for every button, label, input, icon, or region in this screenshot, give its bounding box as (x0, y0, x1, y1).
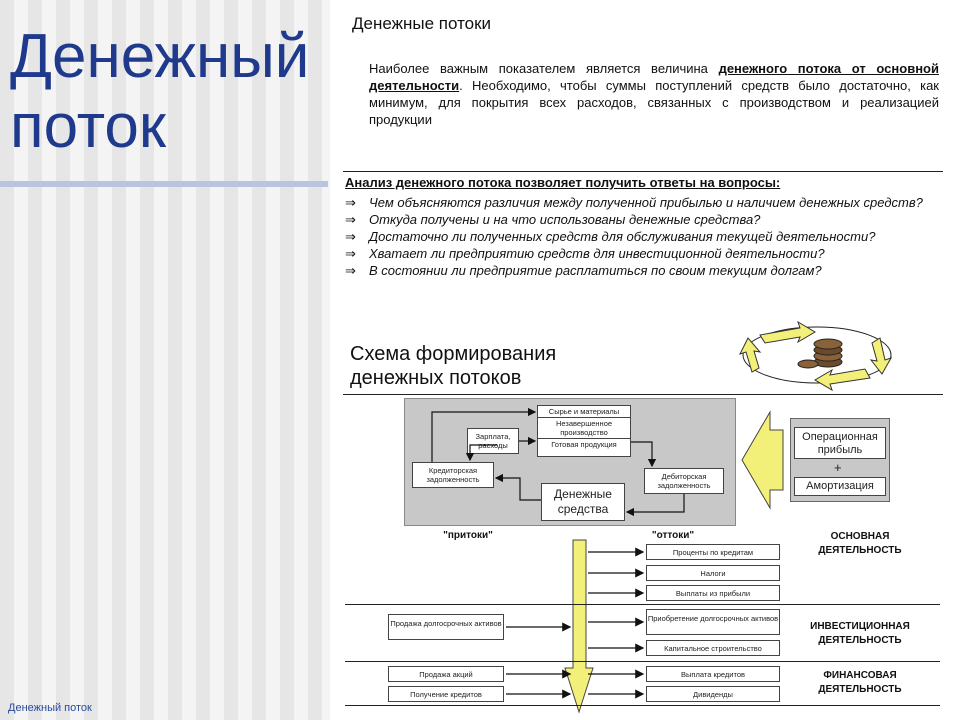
down-arrow-icon (564, 539, 594, 714)
scheme-title-line-2: денежных потоков (350, 367, 522, 389)
flow-dividends: Дивиденды (646, 686, 780, 702)
question-text: Хватает ли предприятию средств для инвес… (369, 246, 825, 261)
para-bold: денежного потока от основной деятельност… (369, 61, 939, 93)
divider (345, 705, 940, 706)
title-line-1: Денежный (10, 22, 310, 91)
inflows-label: "притоки" (443, 530, 493, 541)
question-text: Достаточно ли полученных средств для обс… (369, 229, 876, 244)
questions-list: ⇒ Чем объясняются различия между полученн… (345, 195, 940, 280)
flow-profit-payments: Выплаты из прибыли (646, 585, 780, 601)
question-item: ⇒ Достаточно ли полученных средств для об… (345, 229, 940, 245)
amortization-box: Амортизация (794, 477, 886, 496)
question-item: ⇒ Хватает ли предприятию средств для инве… (345, 246, 940, 262)
operating-activity-label: ОСНОВНАЯ ДЕЯТЕЛЬНОСТЬ (818, 531, 902, 556)
flow-sale-assets: Продажа долгосрочных активов (388, 614, 504, 640)
flow-loans-received: Получение кредитов (388, 686, 504, 702)
inventory-box: Сырье и материалы Незавершенное производ… (537, 405, 631, 457)
content-area (330, 0, 960, 720)
left-panel (0, 0, 330, 720)
flow-capital-construction: Капитальное строительство (646, 640, 780, 656)
para-text-2: . Необходимо, чтобы суммы поступлений ср… (369, 78, 939, 127)
questions-heading: Анализ денежного потока позволяет получи… (345, 175, 781, 190)
double-arrow-icon: ⇒ (345, 212, 356, 227)
receivables-box: Дебиторская задолженность (644, 468, 724, 494)
intro-paragraph: Наиболее важным показателем является вел… (369, 60, 939, 128)
question-item: ⇒ Откуда получены и на что использованы д… (345, 212, 940, 228)
left-arrow-icon (741, 410, 784, 510)
scheme-title: Схема формирования денежных потоков (350, 342, 556, 390)
plus-sign: + (834, 460, 842, 475)
cash-box: Денежные средства (541, 483, 625, 521)
section-heading: Денежные потоки (352, 14, 492, 33)
flow-buy-assets: Приобретение долгосрочных активов (646, 609, 780, 635)
title-underline-bar (0, 181, 328, 187)
work-in-progress: Незавершенное производство (538, 418, 630, 439)
para-text-1: Наиболее важным показателем является вел… (369, 61, 719, 76)
divider (345, 604, 940, 605)
question-item: ⇒ В состоянии ли предприятие расплатиться… (345, 263, 940, 279)
slide-title: Денежный поток (10, 22, 330, 162)
double-arrow-icon: ⇒ (345, 263, 356, 278)
footer: Денежный поток (8, 702, 92, 714)
divider (345, 661, 940, 662)
question-text: Чем объясняются различия между полученно… (369, 195, 923, 210)
operating-profit-box: Операционная прибыль (794, 427, 886, 459)
double-arrow-icon: ⇒ (345, 195, 356, 210)
payables-box: Кредиторская задолженность (412, 462, 494, 488)
title-line-2: поток (10, 92, 166, 161)
divider (343, 394, 943, 395)
coins-icon (797, 338, 843, 369)
flow-taxes: Налоги (646, 565, 780, 581)
scheme-title-line-1: Схема формирования (350, 343, 557, 365)
divider (343, 171, 943, 172)
double-arrow-icon: ⇒ (345, 246, 356, 261)
question-item: ⇒ Чем объясняются различия между полученн… (345, 195, 940, 211)
double-arrow-icon: ⇒ (345, 229, 356, 244)
question-text: В состоянии ли предприятие расплатиться … (369, 263, 822, 278)
raw-materials: Сырье и материалы (538, 406, 630, 418)
financing-activity-label: ФИНАНСОВАЯ ДЕЯТЕЛЬНОСТЬ (818, 670, 902, 695)
flow-share-sale: Продажа акций (388, 666, 504, 682)
question-text: Откуда получены и на что использованы де… (369, 212, 761, 227)
investing-activity-label: ИНВЕСТИЦИОННАЯ ДЕЯТЕЛЬНОСТЬ (810, 621, 910, 646)
cycle-arrows-icon (739, 320, 893, 392)
finished-goods: Готовая продукция (551, 440, 617, 449)
outflows-label: "оттоки" (651, 530, 695, 541)
flow-interest: Проценты по кредитам (646, 544, 780, 560)
flow-loan-repayment: Выплата кредитов (646, 666, 780, 682)
